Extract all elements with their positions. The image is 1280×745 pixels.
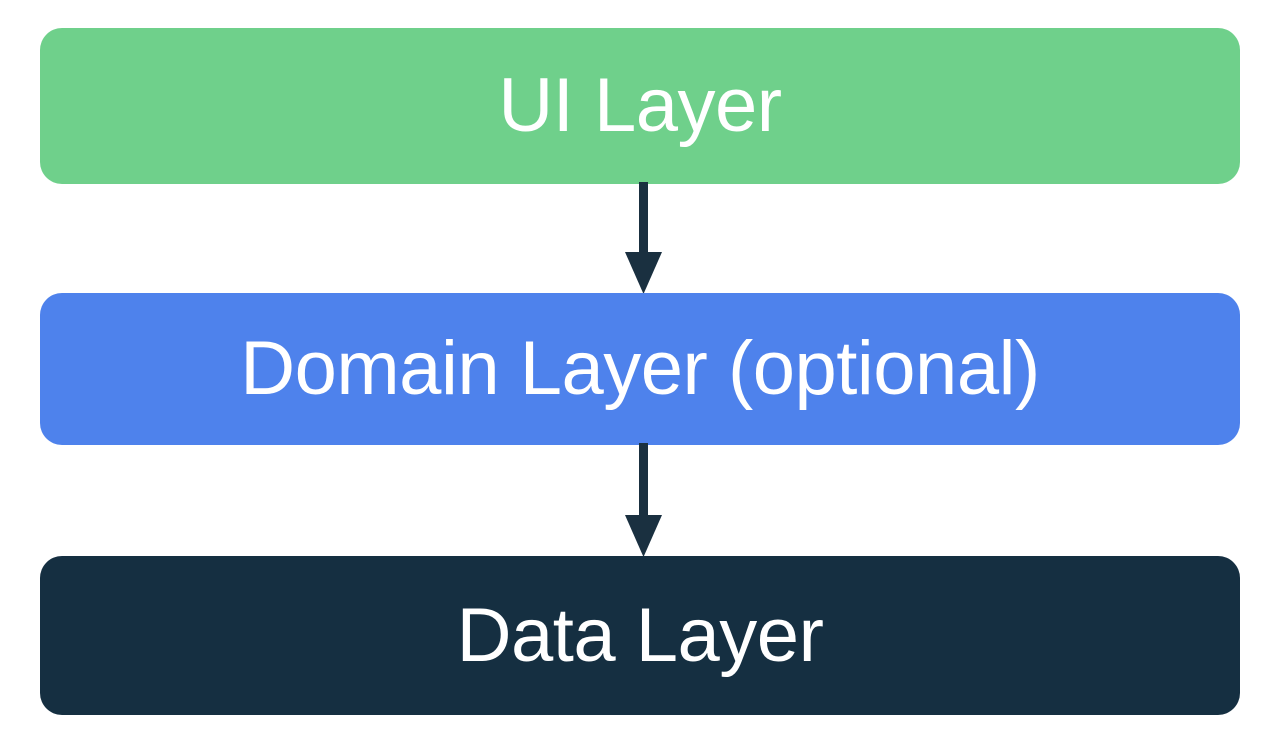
layer-label-data: Data Layer (456, 592, 824, 678)
layer-label-domain: Domain Layer (optional) (240, 326, 1040, 411)
arrow-down-icon (625, 443, 662, 557)
layer-box-data[interactable]: Data Layer (40, 556, 1240, 715)
arrow-down-icon (625, 182, 662, 294)
layer-box-domain[interactable]: Domain Layer (optional) (40, 293, 1240, 445)
layer-box-ui[interactable]: UI Layer (40, 28, 1240, 184)
connector-ui-to-domain (0, 182, 1280, 296)
connector-domain-to-data (0, 443, 1280, 559)
layer-label-ui: UI Layer (498, 63, 782, 148)
